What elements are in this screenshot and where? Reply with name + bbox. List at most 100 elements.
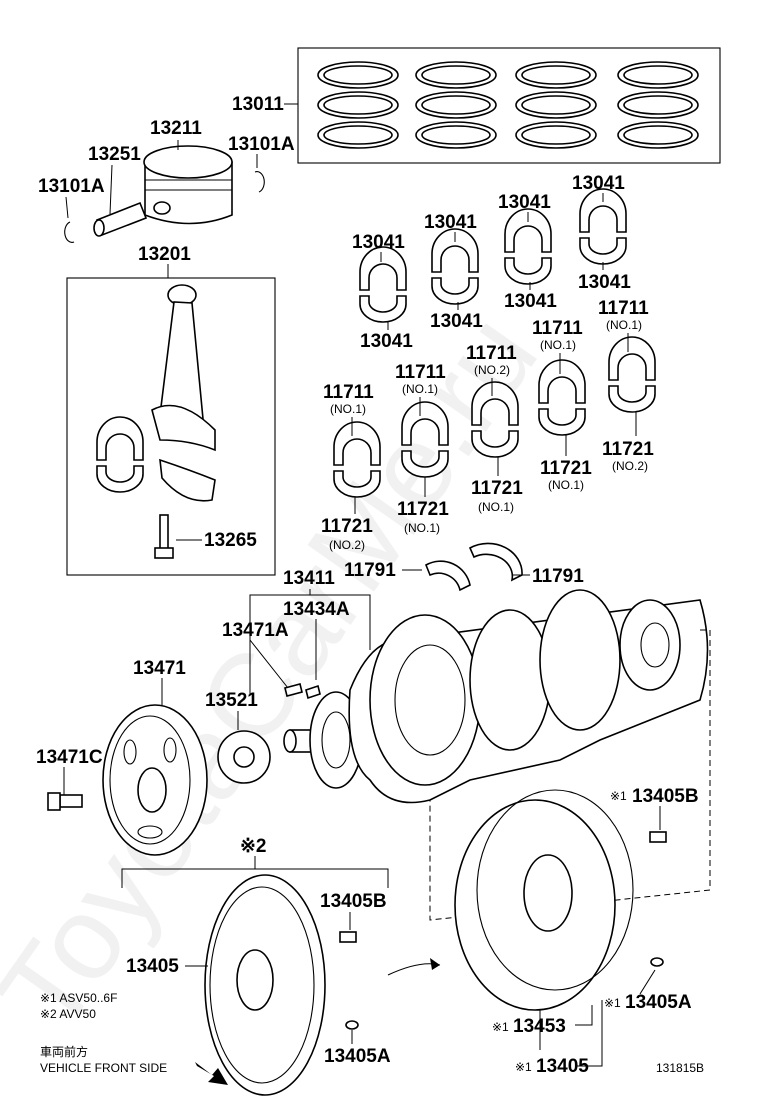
flywheel-mt-bolt xyxy=(339,931,357,943)
label-mb4-bottom: 11721 xyxy=(540,458,592,479)
pulley-key xyxy=(284,683,303,697)
label-ring-gear: 13453 xyxy=(513,1016,566,1037)
label-conrod-bolt: 13265 xyxy=(204,530,257,551)
label-mb2-bottom-sub: (NO.1) xyxy=(404,521,440,535)
label-pulley-key: 13471A xyxy=(222,620,289,641)
label-flywheel-at-pin: 13405A xyxy=(625,992,692,1013)
label-mb3-bottom-sub: (NO.1) xyxy=(478,500,514,514)
conrod-bolt xyxy=(159,514,169,551)
flywheel-at-group: ※1 13405B ※1 13405A ※1 13453 ※1 13405 xyxy=(387,629,711,1077)
label-thrust-left: 11791 xyxy=(344,560,396,581)
conrod-bearing-a xyxy=(359,246,407,323)
label-mb5-bottom-sub: (NO.2) xyxy=(612,459,648,473)
piston-group: 13211 13251 13101A 13101A xyxy=(38,118,295,243)
label-flywheel-mt: 13405 xyxy=(126,956,179,977)
flywheel-mt-pin xyxy=(345,1020,359,1030)
label-crank-key: 13434A xyxy=(283,599,350,620)
label-mb5-top: 11711 xyxy=(598,298,649,319)
conrod-group: 13201 13265 xyxy=(66,244,276,576)
piston-crown xyxy=(143,145,233,179)
label-crb-a-top: 13041 xyxy=(352,232,405,253)
thrust-washers-group: 11791 11791 xyxy=(344,542,584,592)
label-flywheel-mt-pin: 13405A xyxy=(324,1046,391,1067)
label-crb-c-bottom: 13041 xyxy=(504,291,557,312)
label-crb-d-bottom: 13041 xyxy=(578,272,631,293)
crank-web-1 xyxy=(369,614,481,786)
at-dashed-outline xyxy=(429,629,711,921)
label-flywheel-mt-mark: ※2 xyxy=(240,836,267,857)
label-mb4-top-sub: (NO.1) xyxy=(540,338,576,352)
label-mb2-bottom: 11721 xyxy=(397,499,449,520)
conrod-bearings-group: 13041 13041 13041 13041 13041 13041 1304… xyxy=(352,173,631,352)
conrod-box xyxy=(66,277,276,576)
note-2: ※2 AVV50 xyxy=(40,1007,96,1021)
snap-ring-right xyxy=(254,171,265,193)
label-rings: 13011 xyxy=(232,94,284,115)
label-crb-d-top: 13041 xyxy=(572,173,625,194)
label-crb-c-top: 13041 xyxy=(498,192,551,213)
main-bearings-group: 11711 (NO.1) 11721 (NO.2) 11711 (NO.1) 1… xyxy=(321,298,656,552)
flywheel-at-bolt xyxy=(649,831,667,843)
label-flywheel-at-bolt: 13405B xyxy=(632,786,699,807)
label-mb2-top-sub: (NO.1) xyxy=(402,382,438,396)
crank-sprocket xyxy=(217,730,271,784)
label-mb5-bottom: 11721 xyxy=(602,439,654,460)
label-flywheel-mt-bolt: 13405B xyxy=(320,891,387,912)
conrod-box-bearing xyxy=(96,416,144,493)
label-mb5-top-sub: (NO.1) xyxy=(606,318,642,332)
label-crb-a-bottom: 13041 xyxy=(360,331,413,352)
flywheel-mt-group: ※2 13405 13405B 13405A xyxy=(121,836,391,1096)
label-thrust-right: 11791 xyxy=(532,566,584,587)
label-flywheel-at-mark: ※1 xyxy=(515,1060,532,1074)
label-pulley-bolt: 13471C xyxy=(36,747,103,768)
ring-set-3 xyxy=(515,61,597,149)
crank-web-3 xyxy=(539,589,621,731)
pulley-bolt xyxy=(59,794,83,808)
label-sprocket: 13521 xyxy=(205,690,258,711)
label-mb1-top-sub: (NO.1) xyxy=(330,402,366,416)
conrod-cap xyxy=(159,458,216,502)
label-crb-b-bottom: 13041 xyxy=(430,311,483,332)
conrod-big-end xyxy=(151,404,216,452)
flywheel-at-hub xyxy=(523,854,573,932)
label-pulley: 13471 xyxy=(133,658,186,679)
label-mb4-top: 11711 xyxy=(532,318,583,339)
rings-box xyxy=(297,47,721,164)
figure-id: 131815B xyxy=(656,1061,704,1075)
vehicle-front-arrow-icon xyxy=(195,1062,228,1085)
notes-group: ※1 ASV50..6F ※2 AVV50 車両前方 VEHICLE FRONT… xyxy=(40,991,704,1085)
ring-set-1 xyxy=(317,61,399,149)
flywheel-at-pin xyxy=(650,957,664,967)
ring-gear xyxy=(476,789,634,991)
label-mb3-top: 11711 xyxy=(466,343,517,364)
snap-ring-left xyxy=(64,221,75,243)
label-crb-b-top: 13041 xyxy=(424,212,477,233)
main-bearing-5 xyxy=(608,336,656,413)
ring-set-4 xyxy=(617,61,699,149)
label-mb1-bottom-sub: (NO.2) xyxy=(329,538,365,552)
label-conrod-set: 13201 xyxy=(138,244,191,265)
label-snap-ring-left: 13101A xyxy=(38,176,105,197)
label-snap-ring-right: 13101A xyxy=(228,134,295,155)
label-mb1-top: 11711 xyxy=(323,382,374,403)
label-crankshaft: 13411 xyxy=(283,568,335,589)
label-mb3-top-sub: (NO.2) xyxy=(474,363,510,377)
label-piston: 13211 xyxy=(150,118,202,139)
label-flywheel-at: 13405 xyxy=(536,1056,589,1077)
label-flywheel-at-pin-mark: ※1 xyxy=(604,996,621,1010)
crankshaft-group: 13411 13434A 13471A xyxy=(222,568,709,804)
crank-web-2 xyxy=(469,609,551,751)
note-1: ※1 ASV50..6F xyxy=(40,991,117,1005)
main-bearing-4 xyxy=(538,359,586,436)
vehicle-front-jp: 車両前方 xyxy=(40,1044,88,1059)
crank-rear-flange xyxy=(619,599,681,691)
label-ring-gear-mark: ※1 xyxy=(492,1020,509,1034)
piston-rings-group: 13011 xyxy=(232,47,721,164)
label-pin: 13251 xyxy=(88,144,141,165)
crank-key xyxy=(305,684,321,700)
pulley-hub xyxy=(137,767,167,813)
vehicle-front-en: VEHICLE FRONT SIDE xyxy=(40,1061,167,1075)
pulley-group: 13471 13471C 13521 xyxy=(36,658,271,856)
thrust-washer-left xyxy=(424,560,471,592)
